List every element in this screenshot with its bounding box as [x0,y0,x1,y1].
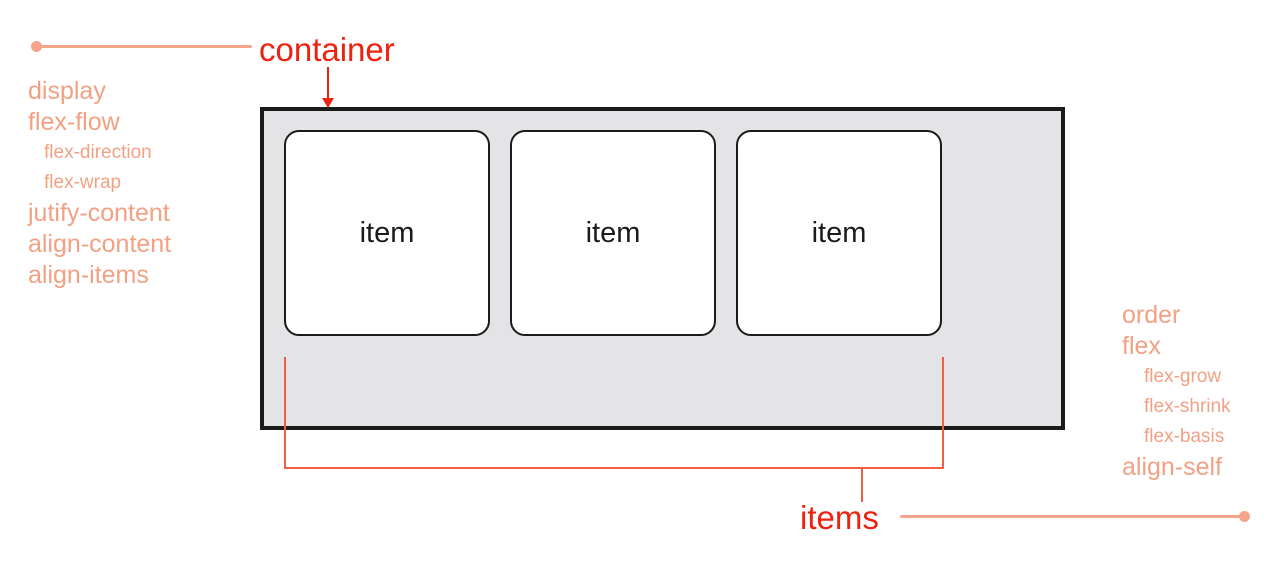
flex-items-row: item item item [284,130,942,336]
items-bracket-span [284,467,944,469]
property-align-self: align-self [1122,453,1223,481]
property-flex: flex [1122,332,1161,360]
flex-item-2-label: item [585,216,641,249]
container-label: container [259,31,395,68]
flex-container-box: item item item [260,107,1065,430]
items-bracket-right-tick [942,357,944,469]
property-flex-wrap: flex-wrap [44,172,122,193]
flex-item-2: item [510,130,716,336]
property-flex-shrink: flex-shrink [1144,396,1231,417]
item-properties-list: order flex flex-grow flex-shrink flex-ba… [1122,300,1231,483]
flex-item-3-label: item [811,216,867,249]
property-align-content: align-content [28,230,172,258]
property-flex-grow: flex-grow [1144,366,1222,387]
items-bracket-stem [861,467,863,502]
container-leader-line [36,45,252,48]
container-arrow-head-icon [322,98,334,108]
items-bracket-left-tick [284,357,286,469]
container-arrow-shaft [327,67,329,100]
property-order: order [1122,301,1181,329]
flex-item-3: item [736,130,942,336]
property-flex-flow: flex-flow [28,108,120,136]
items-leader-line [900,515,1245,518]
property-flex-direction: flex-direction [44,142,152,163]
property-flex-basis: flex-basis [1144,426,1225,447]
items-leader-dot [1239,511,1250,522]
flex-item-1: item [284,130,490,336]
property-display: display [28,77,106,105]
container-properties-list: display flex-flow flex-direction flex-wr… [28,76,171,291]
property-justify-content: jutify-content [28,199,170,227]
flex-item-1-label: item [359,216,415,249]
property-align-items: align-items [28,261,149,289]
items-label: items [800,499,879,536]
